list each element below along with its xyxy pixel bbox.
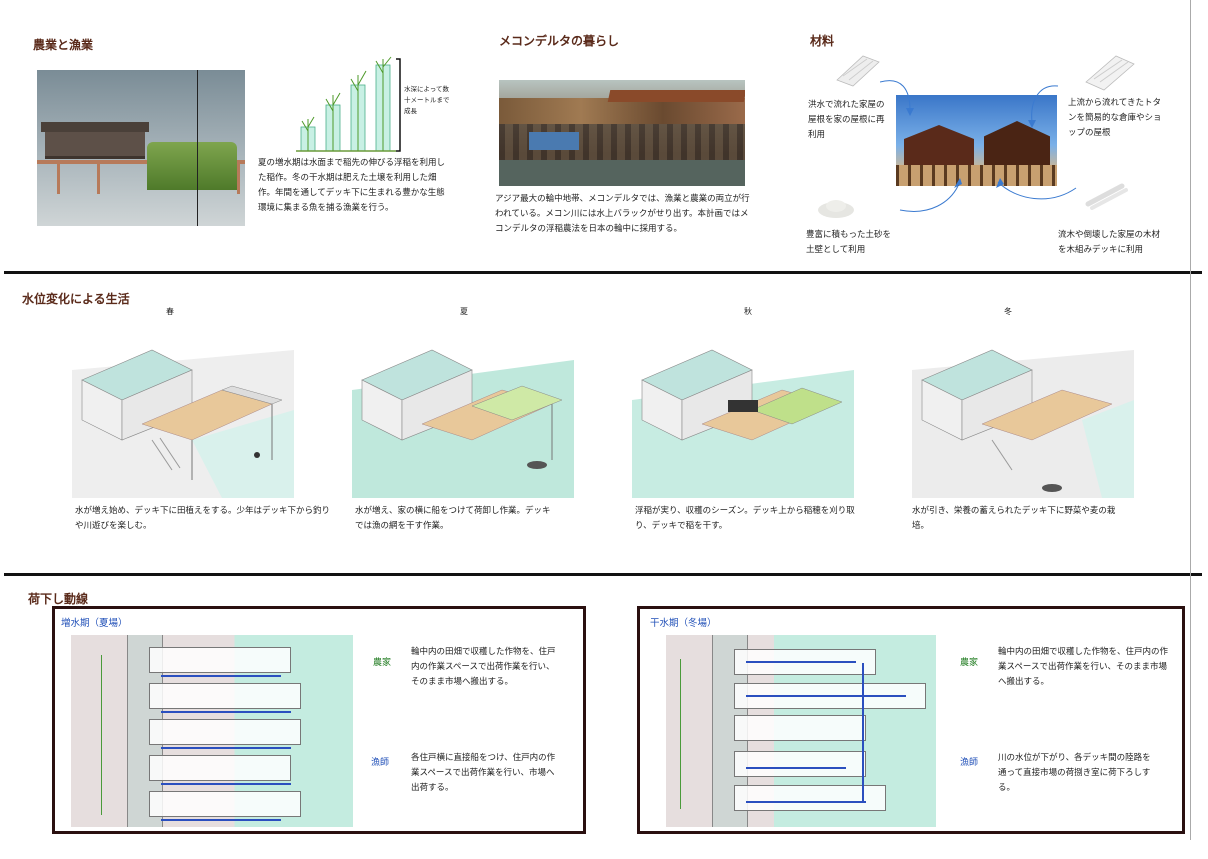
dry-season-panel: 干水期（冬場） 農家 輪中内の田畑で収穫した作物を、住戸内の作業スペースで出荷作…: [637, 606, 1185, 834]
dry-season-title: 干水期（冬場）: [650, 618, 717, 629]
summer-illustration: [352, 330, 574, 498]
rice-growth-diagram: [296, 56, 401, 152]
agri-fishery-heading: 農業と漁業: [33, 38, 94, 52]
materials-photo: [896, 95, 1057, 186]
materials-heading: 材料: [810, 34, 835, 48]
section-divider-2: [4, 573, 1202, 576]
material-arrows: [880, 80, 1077, 212]
spring-illustration: [72, 330, 294, 498]
agri-description: 夏の増水期は水面まで稲先の伸びる浮稲を利用した稲作。冬の干水期は肥えた土壌を利用…: [258, 158, 446, 213]
dry-fisher-label: 漁師: [960, 758, 979, 768]
unloading-heading: 荷下し動線: [28, 592, 89, 606]
mekong-description: アジア最大の輪中地帯、メコンデルタでは、漁業と農業の両立が行われている。メコン川…: [495, 194, 750, 234]
dry-season-plan: [666, 635, 936, 827]
season-label-summer: 夏: [460, 307, 468, 316]
rice-growth-annotation: 水深によって数十メートルまで成長: [404, 85, 450, 115]
water-level-heading: 水位変化による生活: [22, 292, 130, 306]
flood-season-title: 増水期（夏場）: [61, 618, 128, 629]
winter-illustration: [912, 330, 1134, 498]
material-note-timber: 流木や倒壊した家屋の木材を木組みデッキに利用: [1058, 230, 1161, 255]
section-divider-1: [4, 271, 1202, 274]
dry-farmer-text: 輪中内の田畑で収穫した作物を、住戸内の作業スペースで出荷作業を行い、そのまま市場…: [998, 647, 1169, 687]
season-caption-autumn: 浮稲が実り、収穫のシーズン。デッキ上から稲穂を刈り取り、デッキで稲を干す。: [635, 506, 855, 531]
season-caption-winter: 水が引き、栄養の蓄えられたデッキ下に野菜や麦の栽培。: [912, 506, 1116, 531]
mekong-photo: [499, 80, 745, 186]
flood-farmer-text: 輪中内の田畑で収穫した作物を、住戸内の作業スペースで出荷作業を行い、そのまま市場…: [411, 647, 556, 687]
season-caption-summer: 水が増え、家の横に船をつけて荷卸し作業。デッキでは漁の網を干す作業。: [355, 506, 551, 531]
page-right-rule: [1190, 0, 1191, 840]
timber-icon: [1085, 183, 1128, 210]
flood-fisher-label: 漁師: [371, 758, 390, 768]
tin-sheet-icon: [1085, 55, 1135, 91]
autumn-illustration: [632, 330, 854, 498]
flood-season-panel: 増水期（夏場） 農家 輪中内の田畑で収穫した作物を、住戸内の作業スペースで出荷作…: [52, 606, 586, 834]
season-label-winter: 冬: [1004, 307, 1012, 316]
soil-pile-icon: [818, 200, 854, 218]
dry-fisher-text: 川の水位が下がり、各デッキ間の陸路を通って直接市場の荷捌き室に荷下ろしする。: [998, 753, 1151, 793]
season-label-spring: 春: [166, 307, 174, 316]
season-label-autumn: 秋: [744, 307, 752, 316]
flood-season-plan: [71, 635, 353, 827]
material-note-roof: 洪水で流れた家屋の屋根を家の屋根に再利用: [808, 100, 885, 140]
mekong-heading: メコンデルタの暮らし: [499, 34, 620, 48]
material-note-soil: 豊富に積もった土砂を土壁として利用: [806, 230, 892, 255]
agri-model-photo: [37, 70, 245, 226]
flood-farmer-label: 農家: [373, 658, 392, 668]
roof-sheet-icon: [836, 55, 880, 87]
flood-fisher-text: 各住戸横に直接船をつけ、住戸内の作業スペースで出荷作業を行い、市場へ出荷する。: [411, 753, 556, 793]
dry-farmer-label: 農家: [960, 658, 979, 668]
season-caption-spring: 水が増え始め、デッキ下に田植えをする。少年はデッキ下から釣りや川遊びを楽しむ。: [75, 506, 331, 531]
material-note-tin: 上流から流れてきたトタンを簡易的な倉庫やショップの屋根: [1068, 98, 1162, 138]
